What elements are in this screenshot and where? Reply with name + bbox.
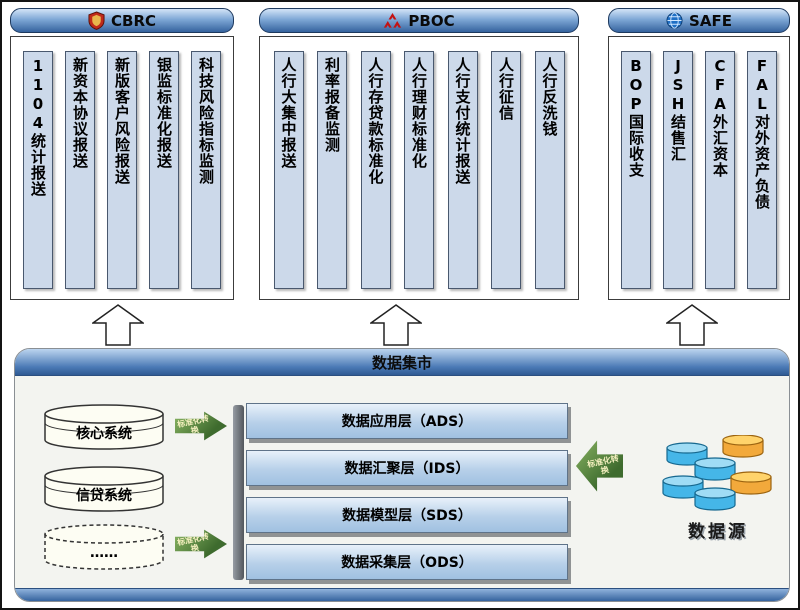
transform-arrow-right: 标准化转换	[575, 440, 623, 492]
source-label: ……	[90, 545, 118, 561]
report-column: BOP国际收支	[621, 51, 651, 289]
panel-safe: SAFE BOP国际收支 JSH结售汇 CFA外汇资本 FAL对外资产负债	[608, 8, 790, 302]
report-column: 人行存贷款标准化	[360, 51, 391, 289]
up-arrow-safe	[666, 304, 718, 346]
layer-sds: 数据模型层（SDS）	[246, 497, 568, 533]
source-cylinder-core: 核心系统	[44, 404, 164, 450]
panel-cbrc-header: CBRC	[10, 8, 234, 33]
report-column: 新版客户风险报送	[107, 51, 137, 289]
up-arrow-pboc	[370, 304, 422, 346]
report-column: FAL对外资产负债	[747, 51, 777, 289]
report-column: 利率报备监测	[317, 51, 347, 289]
transform-arrow-label: 标准化转换	[586, 453, 620, 476]
report-column: 人行大集中报送	[273, 51, 304, 289]
report-column: 1104统计报送	[23, 51, 53, 289]
source-label: 信贷系统	[76, 487, 132, 504]
transform-arrow-top: 标准化转换	[175, 411, 227, 441]
panel-pboc-header: PBOC	[259, 8, 579, 33]
datasource-label: 数据源	[688, 522, 748, 542]
report-column: 人行反洗钱	[534, 51, 565, 289]
data-layer-stack: 数据应用层（ADS） 数据汇聚层（IDS） 数据模型层（SDS） 数据采集层（O…	[233, 403, 571, 587]
report-column: 银监标准化报送	[149, 51, 179, 289]
panel-pboc-title: PBOC	[408, 11, 455, 30]
pboc-emblem-icon	[383, 12, 402, 29]
datamart-container: 数据集市 核心系统 信贷系统 …… 标准化转换 标准化转换	[14, 348, 790, 602]
datamart-footer-bar	[15, 588, 789, 601]
panel-cbrc-title: CBRC	[111, 11, 156, 30]
source-label: 核心系统	[76, 425, 132, 442]
report-column: 人行支付统计报送	[447, 51, 478, 289]
transform-arrow-label: 标准化转换	[176, 413, 210, 436]
globe-icon	[666, 12, 683, 29]
panel-safe-header: SAFE	[608, 8, 790, 33]
panel-pboc-body: 人行大集中报送 利率报备监测 人行存贷款标准化 人行理财标准化 人行支付统计报送…	[259, 36, 579, 300]
layer-ads: 数据应用层（ADS）	[246, 403, 568, 439]
report-column: 新资本协议报送	[65, 51, 95, 289]
report-column: 科技风险指标监测	[191, 51, 221, 289]
report-column: CFA外汇资本	[705, 51, 735, 289]
panel-safe-body: BOP国际收支 JSH结售汇 CFA外汇资本 FAL对外资产负债	[608, 36, 790, 300]
transform-arrow-bottom: 标准化转换	[175, 529, 227, 559]
panel-cbrc: CBRC 1104统计报送 新资本协议报送 新版客户风险报送 银监标准化报送 科…	[10, 8, 234, 302]
up-arrow-cbrc	[92, 304, 144, 346]
panel-pboc: PBOC 人行大集中报送 利率报备监测 人行存贷款标准化 人行理财标准化 人行支…	[259, 8, 579, 302]
datamart-title: 数据集市	[15, 349, 789, 376]
transform-arrow-label: 标准化转换	[176, 531, 210, 554]
report-column: 人行征信	[491, 51, 521, 289]
shield-icon	[88, 11, 105, 30]
panel-safe-title: SAFE	[689, 11, 732, 30]
datasource-cylinders-icon	[662, 435, 772, 511]
source-cylinder-other: ……	[44, 524, 164, 570]
layer-ids: 数据汇聚层（IDS）	[246, 450, 568, 486]
report-column: JSH结售汇	[663, 51, 693, 289]
panel-cbrc-body: 1104统计报送 新资本协议报送 新版客户风险报送 银监标准化报送 科技风险指标…	[10, 36, 234, 300]
layer-ods: 数据采集层（ODS）	[246, 544, 568, 580]
report-column: 人行理财标准化	[404, 51, 434, 289]
source-cylinder-credit: 信贷系统	[44, 466, 164, 512]
stack-side-shadow	[233, 405, 244, 580]
